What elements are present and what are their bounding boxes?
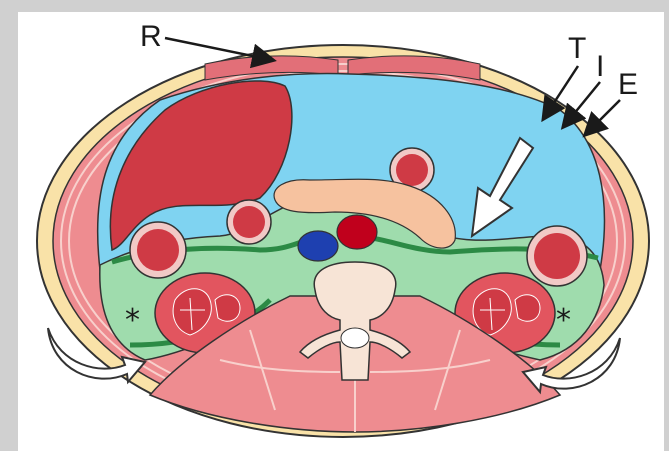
aorta (337, 215, 377, 249)
bowel-loop-inner (534, 233, 580, 279)
bowel-loop-inner (233, 206, 265, 238)
arrow-icon (165, 38, 272, 60)
asterisk-right: * (556, 303, 571, 338)
bowel-loop-inner (137, 229, 179, 271)
arrow-icon (586, 100, 620, 134)
label-i: I (596, 50, 604, 83)
bowel-loop-inner (396, 154, 428, 186)
asterisk-left: * (125, 303, 140, 338)
label-t: T (568, 32, 586, 65)
inferior-vena-cava (298, 231, 338, 261)
label-r: R (140, 20, 162, 53)
label-e: E (618, 68, 638, 101)
